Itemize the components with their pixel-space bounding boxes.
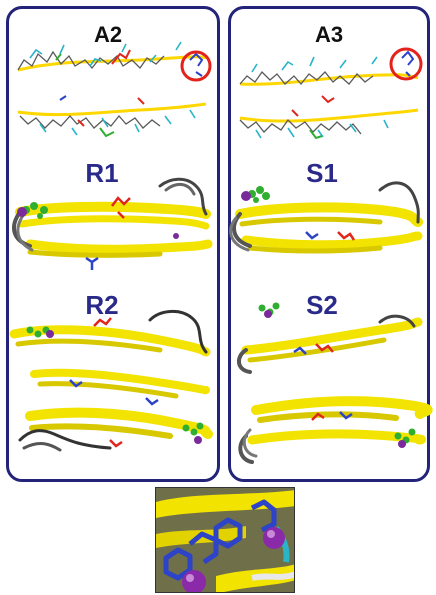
r2-ribbon-stack: [14, 311, 208, 450]
a2-stick-model: [18, 42, 210, 136]
s1-ribbon-bundle: [231, 183, 419, 251]
r1-ribbon-bundle: [14, 179, 208, 270]
s2-ribbon-stack: [239, 303, 428, 463]
inset-zoom-view: [155, 487, 295, 593]
a3-stick-model: [240, 49, 421, 138]
